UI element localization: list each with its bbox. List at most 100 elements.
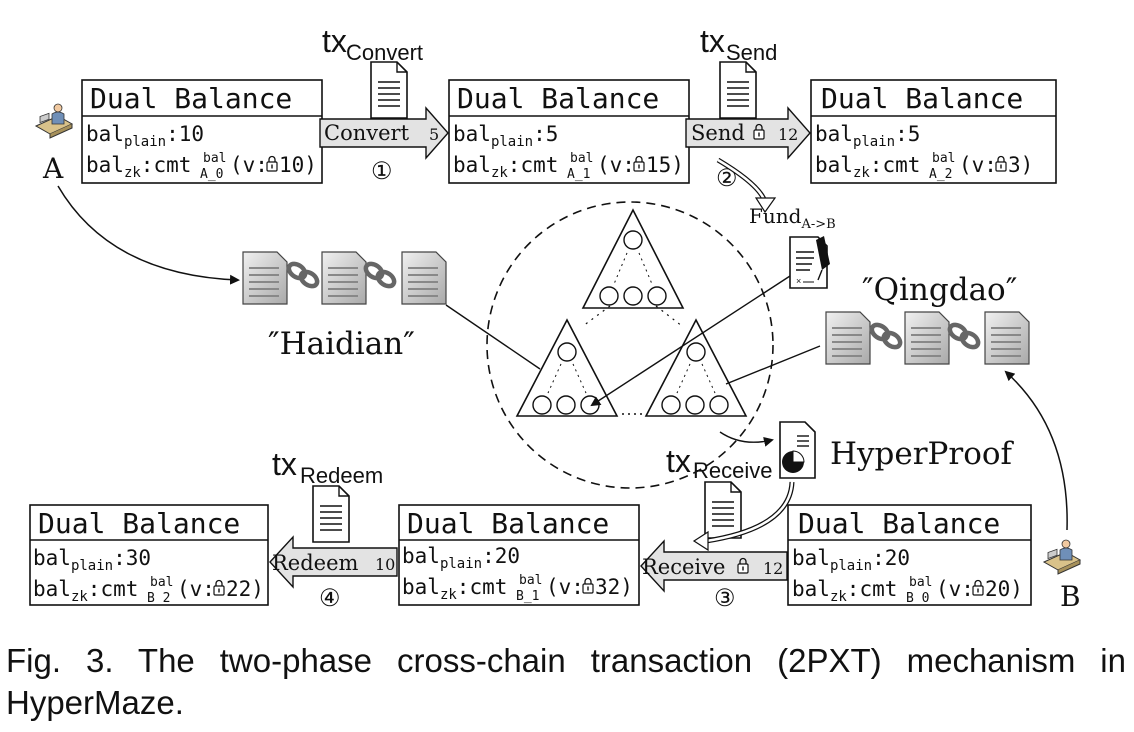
plain-balance-row: balplain:20 [792,546,910,574]
haidian-chain: ″Haidian″ [242,251,447,362]
cmt-superscript: bal [932,151,955,166]
tx-subscript: Receive [693,458,772,483]
step-number: ③ [714,584,736,612]
balance-title: Dual Balance [38,507,240,540]
step-number: ④ [319,584,341,612]
balance-title: Dual Balance [407,507,609,540]
tx-label: tx [272,446,297,482]
tx-subscript: Convert [346,40,423,65]
balance-box-a0: Dual Balance balplain:10 balzk:cmt bal A… [81,79,323,184]
qingdao-chain: ″Qingdao″ [825,272,1030,365]
arrow-label: Send [691,121,745,145]
chain-link-icon [947,322,981,350]
send-transaction: tx Send Send 12 ② [685,23,811,214]
arrow-amount: 12 [778,125,798,144]
cmt-subscript: B_1 [516,589,539,604]
v-open: (v: [936,577,974,601]
balance-title: Dual Balance [90,82,292,115]
arrow-amount: 5 [429,125,439,144]
convert-transaction: tx Convert Convert 5 ① [319,23,449,185]
user-at-desk-icon [35,103,73,139]
zk-balance-row: balzk:cmt [402,575,507,603]
v-open: (v: [177,577,215,601]
v-value: 20) [985,577,1023,601]
figure-caption: Fig. 3. The two-phase cross-chain transa… [6,642,1126,721]
document-icon [719,61,757,119]
step-number: ① [371,157,393,185]
cmt-superscript: bal [909,575,932,590]
hyperproof: HyperProof [719,421,1015,479]
plain-balance-row: balplain:20 [402,544,520,572]
chain-link-icon [869,322,903,350]
tx-subscript: Send [726,40,777,65]
tx-label: tx [700,23,725,59]
v-value: 10) [279,153,317,177]
redeem-arrow [269,535,398,589]
receive-arrow [640,539,788,593]
user-label: B [1060,580,1081,613]
user-b: B [1043,539,1081,613]
cmt-superscript: bal [203,151,226,166]
v-value: 22) [226,577,264,601]
plain-balance-row: balplain:5 [453,122,558,150]
tx-label: tx [322,23,347,59]
user-a-to-haidian-connector [57,185,240,285]
balance-title: Dual Balance [821,82,1023,115]
chain-link-icon [363,261,397,289]
merkle-to-hyperproof-arrow [719,431,774,447]
arrow-label: Receive [642,555,725,579]
block-icon [242,251,288,305]
signed-document-icon: × [789,236,830,289]
block-icon [825,311,871,365]
cmt-superscript: bal [519,573,542,588]
block-icon [904,311,950,365]
dashed-circle [486,201,774,489]
v-open: (v: [230,153,268,177]
send-arrow [685,106,811,160]
zk-balance-row: balzk:cmt [33,577,138,605]
tx-label: tx [666,443,691,479]
balance-title: Dual Balance [457,82,659,115]
hyperproof-label: HyperProof [830,436,1015,472]
plain-balance-row: balplain:5 [815,122,920,150]
receive-transaction: tx Receive Receive 12 ③ [640,443,795,612]
block-icon [401,251,447,305]
cmt-subscript: A_1 [567,167,590,182]
redeem-transaction: tx Redeem Redeem 10 ④ [269,446,398,612]
balance-box-a2: Dual Balance balplain:5 balzk:cmt bal A_… [810,79,1057,184]
chain-name: ″Haidian″ [268,326,415,362]
plain-balance-row: balplain:10 [86,122,204,150]
document-icon [312,485,350,543]
v-value: 15) [646,153,684,177]
cmt-subscript: A_2 [929,167,952,182]
v-open: (v: [597,153,635,177]
cmt-superscript: bal [570,151,593,166]
balance-box-b1: Dual Balance balplain:20 balzk:cmt bal B… [398,504,640,606]
fund-to-merkle-arrow [590,275,791,407]
arrow-amount: 12 [763,559,783,578]
user-at-desk-icon [1043,539,1081,575]
fund-record: FundA->B × [590,204,836,407]
chain-link-icon [286,261,320,289]
cmt-superscript: bal [150,575,173,590]
arrow-label: Convert [324,121,410,145]
user-b-to-qingdao-connector [1004,370,1068,531]
balance-box-b2: Dual Balance balplain:30 balzk:cmt bal B… [29,504,269,606]
chain-name: ″Qingdao″ [862,272,1017,308]
v-value: 3) [1008,153,1033,177]
cmt-subscript: B_0 [906,591,929,606]
document-icon [704,481,742,539]
v-open: (v: [959,153,997,177]
hypermaze-merkle-structure [486,201,774,489]
arrow-label: Redeem [272,551,359,575]
v-open: (v: [546,575,584,599]
balance-box-a1: Dual Balance balplain:5 balzk:cmt bal A_… [448,79,690,184]
qingdao-to-merkle-connector [725,345,821,385]
svg-text:×: × [796,276,801,286]
cmt-subscript: B_2 [147,591,170,606]
zk-balance-row: balzk:cmt [792,577,897,605]
block-icon [321,251,367,305]
zk-balance-row: balzk:cmt [815,153,920,181]
zk-balance-row: balzk:cmt [86,153,191,181]
